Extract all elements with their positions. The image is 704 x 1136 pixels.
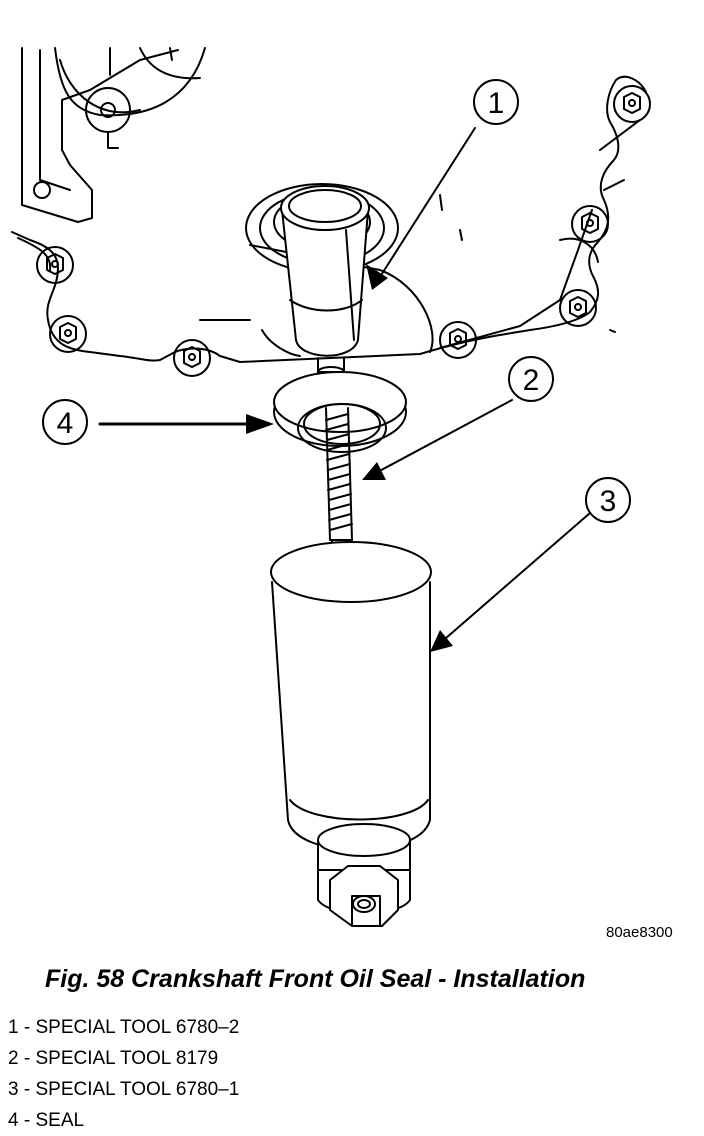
leader-arrows (98, 127, 591, 646)
bolt-7 (613, 85, 651, 123)
callout-1 (473, 79, 519, 125)
legend-list: 1 - SPECIAL TOOL 6780–2 2 - SPECIAL TOOL… (8, 1012, 239, 1136)
special-tool-6780-2 (280, 185, 370, 378)
callout-2-label: 2 (523, 364, 540, 397)
seal (273, 371, 407, 453)
special-tool-8179 (325, 407, 353, 561)
bolt-5 (559, 289, 597, 327)
installation-illustration: 1 2 3 4 (11, 47, 651, 927)
legend-item: 3 - SPECIAL TOOL 6780–1 (8, 1074, 239, 1105)
figure-reference-code: 80ae8300 (606, 924, 673, 941)
callout-4-label: 4 (57, 407, 74, 440)
bolt-3 (173, 339, 211, 377)
bolt-2 (49, 315, 87, 353)
legend-text: SPECIAL TOOL 6780–2 (35, 1017, 240, 1038)
legend-text: SEAL (35, 1110, 85, 1131)
callout-3-label: 3 (600, 485, 617, 518)
legend-item: 1 - SPECIAL TOOL 6780–2 (8, 1012, 239, 1043)
special-tool-6780-1 (270, 541, 432, 927)
bolt-1 (36, 246, 74, 284)
legend-number: 3 (8, 1079, 19, 1100)
legend-text: SPECIAL TOOL 6780–1 (35, 1079, 240, 1100)
flange-bolts (36, 85, 651, 377)
legend-item: 4 - SEAL (8, 1105, 239, 1136)
callout-3 (585, 477, 631, 523)
legend-number: 2 (8, 1048, 19, 1069)
legend-separator: - (18, 1017, 36, 1038)
engine-bracket (21, 47, 206, 223)
legend-separator: - (18, 1079, 36, 1100)
legend-number: 4 (8, 1110, 19, 1131)
legend-text: SPECIAL TOOL 8179 (35, 1048, 219, 1069)
legend-separator: - (18, 1048, 36, 1069)
legend-item: 2 - SPECIAL TOOL 8179 (8, 1043, 239, 1074)
timing-cover-flange (11, 75, 647, 363)
callout-4 (42, 399, 88, 445)
bolt-6 (571, 205, 609, 243)
figure-caption: Fig. 58 Crankshaft Front Oil Seal - Inst… (45, 965, 586, 993)
callout-2 (508, 356, 554, 402)
callout-1-label: 1 (488, 87, 505, 120)
bolt-4 (439, 321, 477, 359)
legend-separator: - (18, 1110, 36, 1131)
legend-number: 1 (8, 1017, 19, 1038)
